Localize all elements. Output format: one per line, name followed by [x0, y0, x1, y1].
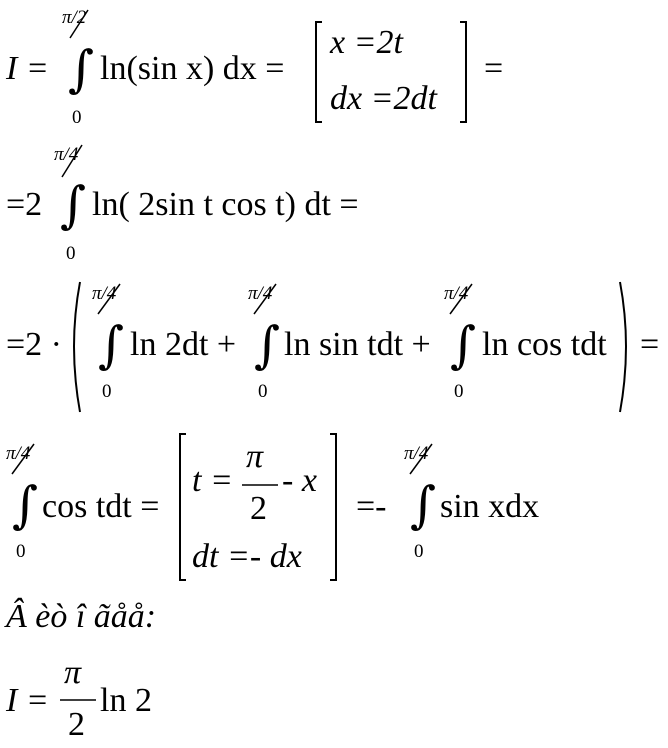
line4-lower-limit-2: 0	[414, 541, 424, 562]
line3-tail: =	[640, 326, 660, 363]
line3-term-3: ln cos tdt	[482, 326, 607, 363]
line1-upper-limit: π/2	[62, 7, 87, 28]
line4-integrand: cos tdt =	[42, 488, 160, 525]
line2-lhs: =2	[6, 186, 43, 223]
line4-lower-limit: 0	[16, 541, 26, 562]
line2-lower-limit: 0	[66, 243, 76, 264]
line4-mid: =-	[356, 488, 387, 525]
line4-sub-row1-lhs: t =	[192, 462, 233, 499]
line3-upper-limit-1: π/4	[92, 283, 117, 304]
line1-lhs: I =	[6, 50, 49, 87]
line1-integrand: ln(sin x) dx =	[100, 50, 285, 87]
line1-sub-row2: dx =2dt	[330, 80, 437, 117]
line4-sub-row2: dt =- dx	[192, 538, 302, 575]
line6-denominator: 2	[68, 706, 85, 743]
line1-integral-sign: ∫	[68, 40, 95, 98]
line3-upper-limit-3: π/4	[444, 283, 469, 304]
line3-integral-sign-3: ∫	[450, 316, 477, 374]
line3-lower-limit-3: 0	[454, 381, 464, 402]
line4-sub-row1-rhs: - x	[282, 462, 317, 499]
line4-sub-numerator: π	[246, 438, 264, 475]
line4-sub-denominator: 2	[250, 490, 267, 527]
line4-upper-limit: π/4	[6, 443, 31, 464]
line4-upper-limit-2: π/4	[404, 443, 429, 464]
line1-lower-limit: 0	[72, 107, 82, 128]
line4-integral-sign-2: ∫	[410, 476, 437, 534]
line4-integral-sign: ∫	[12, 476, 39, 534]
line1-sub-row1: x =2t	[330, 24, 403, 61]
line3-lhs: =2 ·	[6, 326, 62, 363]
line2-integrand: ln( 2sin t cos t) dt =	[92, 186, 359, 223]
line6-rhs: ln 2	[100, 682, 152, 719]
line6-lhs: I =	[6, 682, 49, 719]
line3-upper-limit-2: π/4	[248, 283, 273, 304]
line3-term-2: ln sin tdt +	[284, 326, 431, 363]
line3-lower-limit-1: 0	[102, 381, 112, 402]
line2-integral-sign: ∫	[60, 176, 87, 234]
line4-integrand-2: sin xdx	[440, 488, 540, 525]
line2-upper-limit: π/4	[54, 144, 79, 165]
line3-term-1: ln 2dt +	[130, 326, 237, 363]
line3-integral-sign-2: ∫	[254, 316, 281, 374]
line1-tail: =	[484, 50, 504, 87]
line5-text: Â èò î ãåå:	[6, 598, 157, 635]
line6-numerator: π	[64, 654, 82, 691]
line3-integral-sign-1: ∫	[98, 316, 125, 374]
line3-lower-limit-2: 0	[258, 381, 268, 402]
